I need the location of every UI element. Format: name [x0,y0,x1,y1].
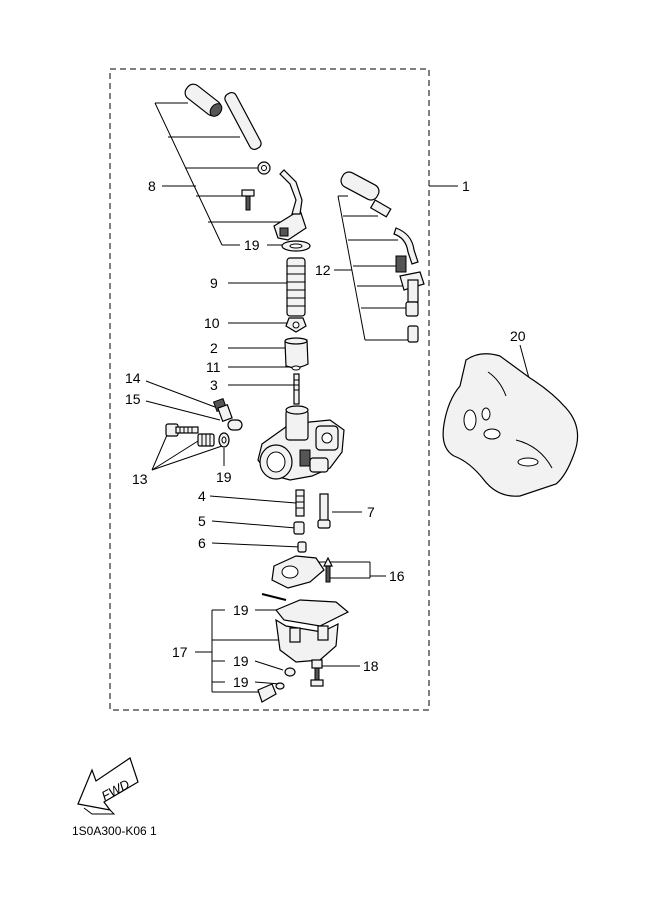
callout-labels: 1 2 3 4 5 6 7 8 9 10 11 12 13 14 15 16 1… [125,178,526,690]
part-2-throttle-valve [284,337,309,369]
callout-4: 4 [198,488,206,504]
part-11-clip [291,365,301,371]
part-16-float-set [261,555,333,601]
carburetor-body [257,405,345,481]
part-18-screw [310,659,324,687]
callout-19-c: 19 [233,602,249,618]
callout-14: 14 [125,370,141,386]
callout-19-e: 19 [233,674,249,690]
callout-2: 2 [210,340,218,356]
callout-8: 8 [148,178,156,194]
callout-10: 10 [204,315,220,331]
part-10-retainer [285,317,307,333]
leader-lines [145,102,531,693]
part-12-cable-assembly [340,171,425,343]
part-7-pilot-jet [317,493,331,529]
part-20-cover [442,353,579,497]
callout-6: 6 [198,535,206,551]
fwd-arrow-icon: FWD [77,757,139,815]
part-8-throttle-assembly [184,83,311,252]
callout-19-b: 19 [216,469,232,485]
callout-9: 9 [210,275,218,291]
part-9-spring [286,257,306,317]
callout-20: 20 [510,328,526,344]
part-6-jet [297,541,307,553]
catalog-code: 1S0A300-K06 1 [72,824,157,838]
part-13-15-pilot-screw-set [165,419,243,448]
callout-19-d: 19 [233,653,249,669]
part-4-main-jet-holder [295,489,305,517]
callout-18: 18 [363,658,379,674]
callout-3: 3 [210,377,218,393]
part-3-needle [293,373,300,405]
callout-13: 13 [132,471,148,487]
part-14-screw [212,397,233,423]
callout-17: 17 [172,644,188,660]
callout-1: 1 [462,178,470,194]
callout-19-a: 19 [244,237,260,253]
callout-15: 15 [125,391,141,407]
callout-11: 11 [206,359,221,375]
callout-12: 12 [315,262,331,278]
callout-5: 5 [198,513,206,529]
part-5-main-jet [293,521,305,535]
part-17-float-chamber [257,599,350,703]
callout-16: 16 [389,568,405,584]
callout-7: 7 [367,504,375,520]
